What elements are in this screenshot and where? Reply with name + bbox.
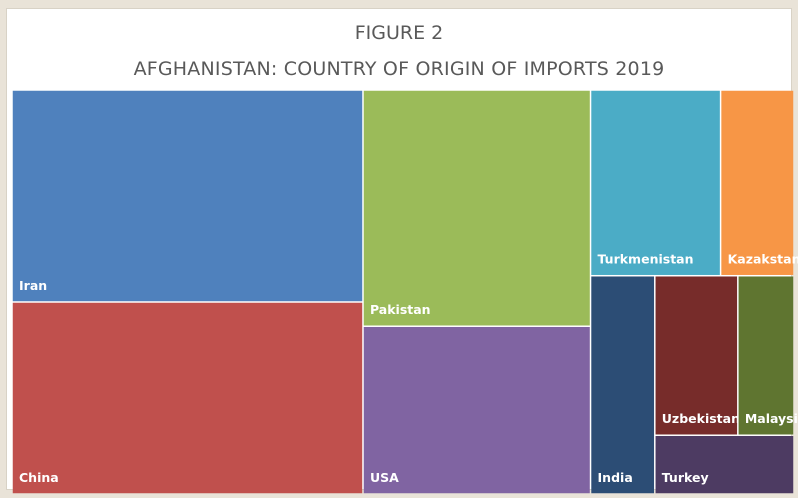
treemap-tile-china <box>12 302 363 494</box>
treemap-tile-usa <box>363 326 590 494</box>
treemap-label-india: India <box>598 470 633 485</box>
treemap-tile-turkey <box>655 435 794 494</box>
treemap-tile-kazakstan <box>721 90 794 275</box>
treemap-label-uzbekistan: Uzbekistan <box>662 411 740 426</box>
treemap-tile-india <box>591 276 655 494</box>
chart-subtitle: AFGHANISTAN: COUNTRY OF ORIGIN OF IMPORT… <box>133 58 665 80</box>
treemap-label-turkmenistan: Turkmenistan <box>598 252 694 267</box>
treemap-label-kazakstan: Kazakstan <box>728 252 798 267</box>
treemap-label-usa: USA <box>370 470 399 485</box>
treemap-label-iran: Iran <box>19 278 47 293</box>
treemap-tile-malaysia <box>738 276 794 435</box>
treemap-tile-pakistan <box>363 90 590 326</box>
treemap-tile-iran <box>12 90 363 302</box>
treemap-tile-turkmenistan <box>591 90 720 275</box>
treemap-label-turkey: Turkey <box>662 470 709 485</box>
treemap-label-malaysia: Malaysia <box>745 411 798 426</box>
treemap-label-pakistan: Pakistan <box>370 302 431 317</box>
treemap-label-china: China <box>19 470 59 485</box>
chart-title: FIGURE 2 <box>354 22 444 44</box>
treemap-tile-uzbekistan <box>655 276 738 435</box>
